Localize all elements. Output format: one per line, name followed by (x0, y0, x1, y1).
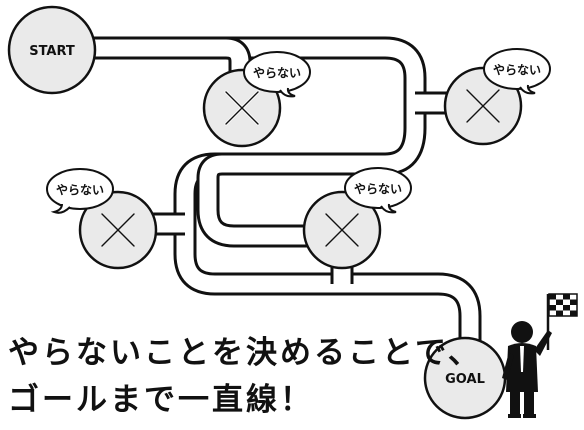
x-mark-icon (225, 91, 259, 125)
headline-line-2: ゴールまで一直線！ (8, 382, 314, 418)
skipped-item: やらない (443, 48, 551, 146)
bubble-text: やらない (354, 182, 402, 196)
businessman-icon (502, 321, 552, 418)
start-label: START (29, 44, 75, 59)
speech-bubble-icon (344, 167, 412, 214)
headline-line-1: やらないことを決めることで、 (8, 335, 482, 371)
checkered-flag-icon (546, 293, 578, 350)
bubble-text: やらない (493, 63, 541, 77)
skipped-item: やらない (46, 168, 158, 270)
x-mark-icon (101, 213, 135, 247)
speech-bubble-icon (483, 48, 551, 95)
start-node: START (7, 5, 97, 95)
bubble-text: やらない (56, 183, 104, 197)
speech-bubble-icon (243, 51, 311, 98)
x-mark-icon (466, 89, 500, 123)
skipped-item: やらない (302, 167, 412, 270)
goal-label: GOAL (445, 372, 485, 387)
x-mark-icon (325, 213, 359, 247)
skipped-item: やらない (202, 51, 311, 148)
main-road (58, 36, 482, 352)
speech-bubble-icon (46, 168, 114, 214)
bubble-text: やらない (253, 66, 301, 80)
